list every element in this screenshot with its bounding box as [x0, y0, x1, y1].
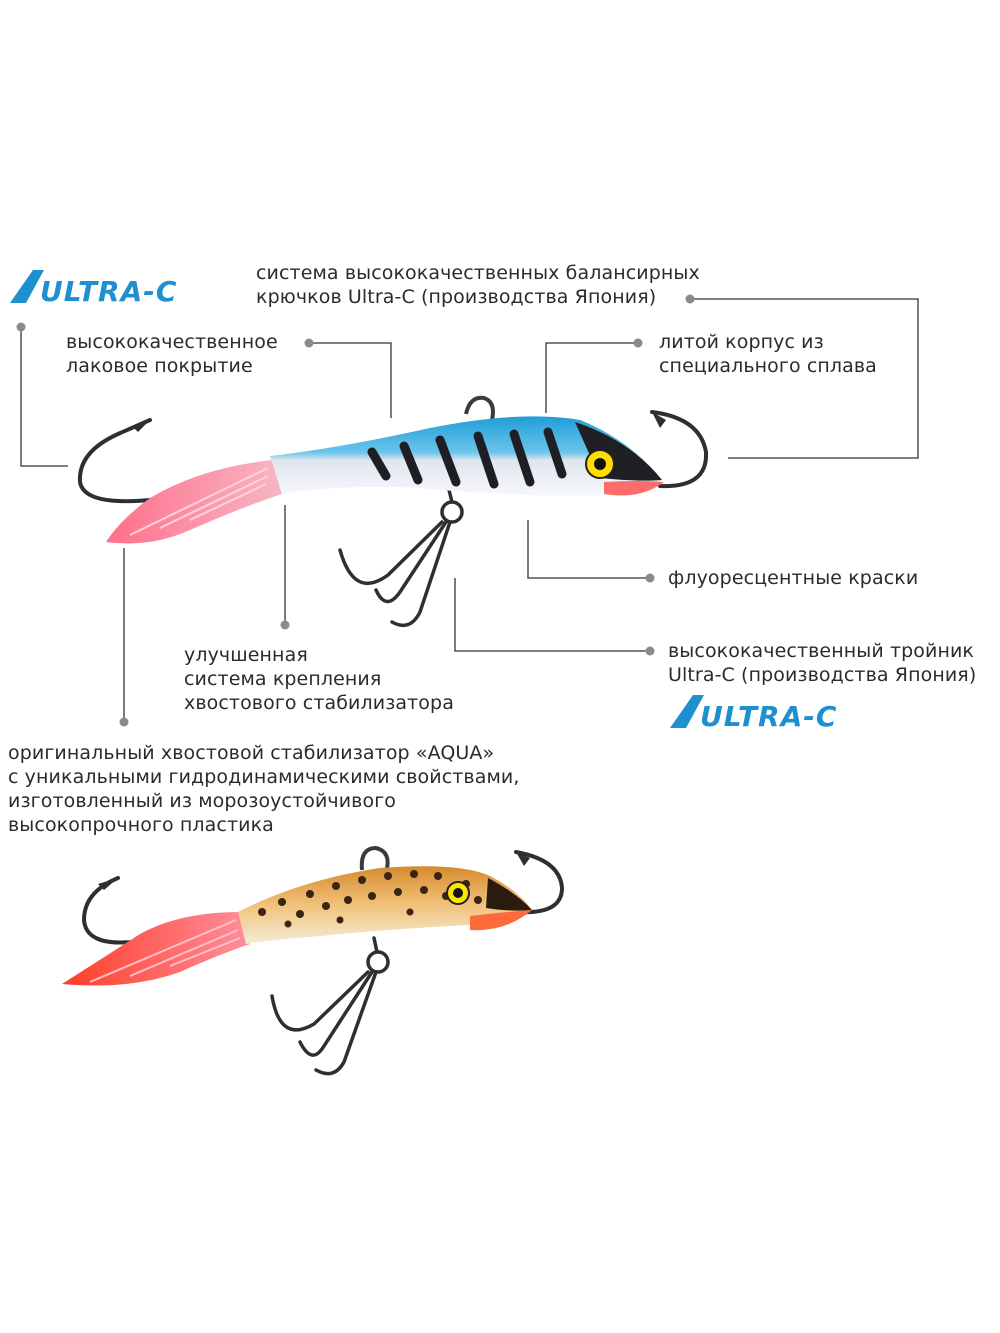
- front-hook: [650, 410, 709, 489]
- logo-text: ULTRA-C: [40, 275, 177, 308]
- label-line: с уникальными гидродинамическими свойств…: [8, 766, 520, 788]
- label-line: улучшенная: [184, 644, 308, 666]
- leader-dot: [16, 322, 26, 332]
- leader-line-hooks-right: [690, 298, 919, 459]
- logo-text: ULTRA-C: [700, 700, 837, 733]
- leader-dots: [16, 294, 695, 727]
- front-hook: [514, 850, 565, 915]
- label-tail: оригинальный хвостовой стабилизатор «AQU…: [8, 741, 520, 837]
- label-line: лаковое покрытие: [66, 355, 253, 377]
- label-hooks: система высококачественных балансирных к…: [256, 261, 700, 309]
- line-eye: [359, 845, 390, 873]
- label-line: высококачественный тройник: [668, 640, 974, 662]
- line-eye: [464, 395, 495, 421]
- treble-hook: [270, 936, 390, 1076]
- treble-hook: [338, 488, 464, 628]
- leader-dot: [304, 338, 314, 348]
- body-stripes: [367, 427, 567, 489]
- label-line: хвостового стабилизатора: [184, 692, 454, 714]
- label-line: изготовленный из морозоустойчивого: [8, 790, 397, 812]
- label-line: крючков Ultra-C (производства Япония): [256, 286, 657, 308]
- leader-lines: [20, 298, 919, 722]
- label-tail-mount: улучшенная система крепления хвостового …: [184, 643, 454, 715]
- red-chin: [470, 910, 532, 931]
- lure-blue-striped: [77, 395, 709, 628]
- leader-line-hooks: [20, 327, 68, 467]
- ultra-c-logo-bottom: ULTRA-C: [670, 695, 837, 733]
- leader-line-fluorescent: [527, 520, 650, 579]
- leader-dot: [645, 646, 655, 656]
- leader-dot: [633, 338, 643, 348]
- label-line: высококачественное: [66, 331, 278, 353]
- label-line: флуоресцентные краски: [668, 567, 919, 589]
- leader-dot: [119, 717, 129, 727]
- label-fluorescent: флуоресцентные краски: [668, 566, 918, 590]
- leader-dot: [645, 573, 655, 583]
- label-lacquer: высококачественное лаковое покрытие: [66, 330, 278, 378]
- label-line: литой корпус из: [659, 331, 824, 353]
- ultra-c-logo-top: ULTRA-C: [10, 270, 177, 308]
- label-line: Ultra-C (производства Япония): [668, 664, 977, 686]
- label-line: система высококачественных балансирных: [256, 262, 700, 284]
- leader-line-treble: [454, 578, 650, 652]
- tail-stabilizer: [106, 460, 282, 544]
- label-line: высокопрочного пластика: [8, 814, 274, 836]
- red-chin: [604, 481, 664, 496]
- rear-hook: [81, 876, 134, 945]
- label-line: система крепления: [184, 668, 382, 690]
- leader-dot: [685, 294, 695, 304]
- label-body: литой корпус из специального сплава: [659, 330, 877, 378]
- rear-hook: [77, 418, 152, 504]
- label-treble: высококачественный тройник Ultra-C (прои…: [668, 639, 976, 687]
- label-line: специального сплава: [659, 355, 877, 377]
- leader-dot: [280, 620, 290, 630]
- leader-line-lacquer: [309, 342, 392, 418]
- lure-orange-spotted: [62, 845, 565, 1076]
- tail-stabilizer: [62, 912, 250, 986]
- leader-line-body: [545, 342, 638, 413]
- label-line: оригинальный хвостовой стабилизатор «AQU…: [8, 742, 495, 764]
